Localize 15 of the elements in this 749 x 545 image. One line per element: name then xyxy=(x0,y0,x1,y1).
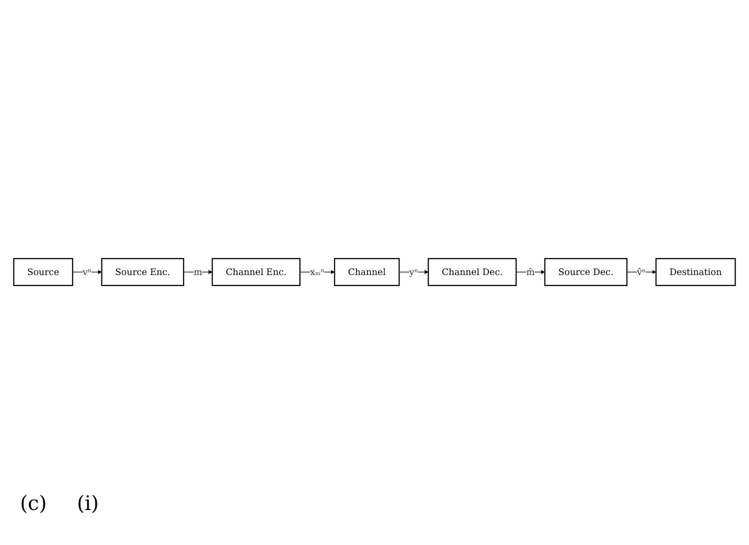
edge-label: yⁿ xyxy=(409,267,418,278)
edge-label: m xyxy=(194,267,202,278)
node-box: Channel xyxy=(334,258,400,286)
node-box: Source Enc. xyxy=(101,258,184,286)
node-box: Source xyxy=(13,258,74,286)
node-box: Channel Enc. xyxy=(212,258,300,286)
edge-label: v̂ⁿ xyxy=(636,267,646,278)
node-box: Destination xyxy=(655,258,736,286)
edge-label: m̂ xyxy=(526,267,535,278)
node-box: Channel Dec. xyxy=(428,258,517,286)
panel-label: (i) xyxy=(76,491,99,515)
edge-label: vⁿ xyxy=(82,267,92,278)
node-box: Source Dec. xyxy=(544,258,628,286)
edge-label: xₘⁿ xyxy=(310,267,324,278)
panel-label: (c) xyxy=(20,491,47,515)
